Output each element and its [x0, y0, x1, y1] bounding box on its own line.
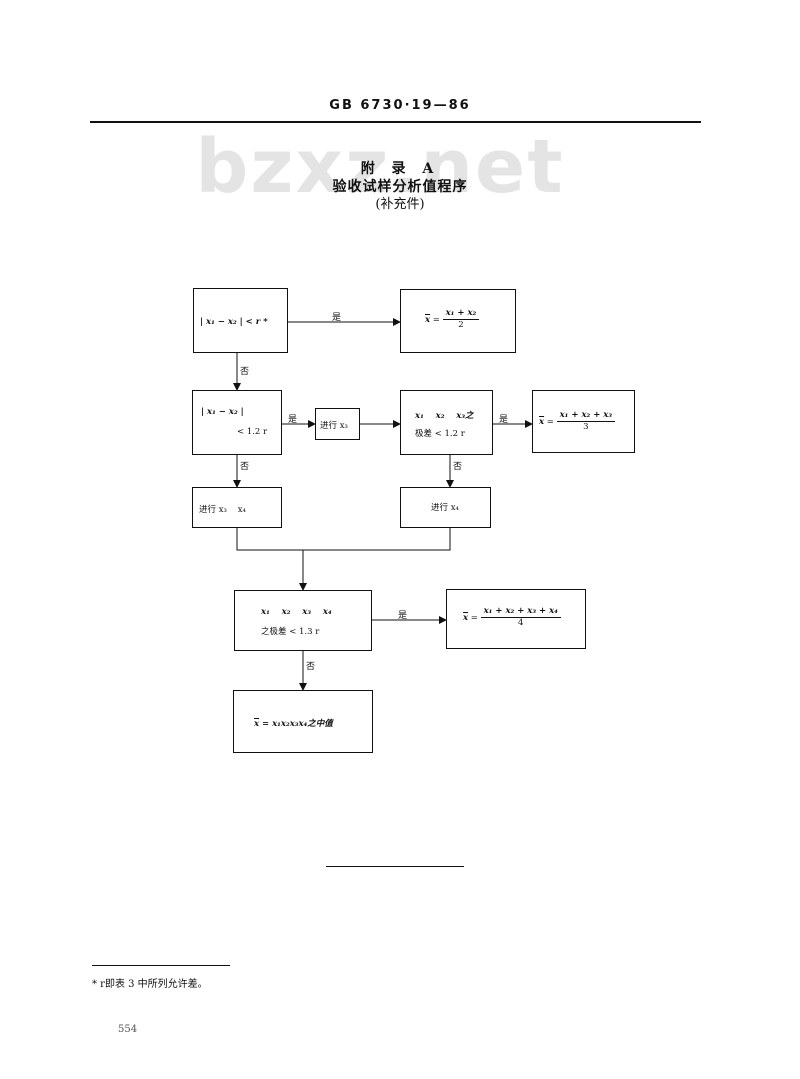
condition-4-line1: x₁ x₂ x₃ x₄ — [261, 607, 332, 617]
condition-box-4: x₁ x₂ x₃ x₄ 之极差 < 1.3 r — [234, 590, 372, 651]
action-box-x3: 进行 x₃ — [315, 408, 360, 440]
watermark: bzxz.net — [195, 124, 565, 210]
end-rule — [326, 866, 464, 867]
appendix-label: 附 录 A — [360, 161, 440, 177]
appendix-note: (补充件) — [375, 197, 425, 212]
condition-box-3: x₁ x₂ x₃之 极差 < 1.2 r — [400, 390, 493, 455]
mean-symbol: x — [539, 417, 545, 427]
mean-symbol: x — [425, 315, 431, 325]
condition-box-1: | x₁ − x₂ | < r * — [193, 288, 288, 353]
condition-3-line2: 极差 < 1.2 r — [415, 429, 465, 439]
footnote-rule — [92, 965, 230, 966]
action-x4-text: 进行 x₄ — [431, 503, 459, 513]
condition-4-line2: 之极差 < 1.3 r — [261, 627, 320, 637]
action-box-x3-x4: 进行 x₃ x₄ — [192, 487, 282, 528]
yes-label-3: 是 — [499, 415, 509, 425]
condition-2-line1: | x₁ − x₂ | — [201, 407, 244, 417]
yes-label-2: 是 — [288, 415, 298, 425]
condition-2-line2: < 1.2 r — [237, 427, 268, 437]
denominator: 4 — [518, 618, 524, 628]
condition-1-text: | x₁ − x₂ | < r * — [200, 317, 268, 327]
no-label-1: 否 — [240, 367, 250, 377]
denominator: 2 — [458, 320, 464, 330]
result-4-formula: x = x₁x₂x₃x₄之中值 — [254, 717, 333, 729]
header-rule — [90, 121, 701, 123]
action-x3-text: 进行 x₃ — [320, 421, 348, 431]
no-label-2: 否 — [240, 462, 250, 472]
equals-sign: = — [430, 315, 443, 325]
yes-label-4: 是 — [398, 611, 408, 621]
standard-code: GB 6730·19—86 — [329, 98, 471, 113]
mean-symbol: x — [463, 613, 469, 623]
median-text: = x₁x₂x₃x₄之中值 — [259, 719, 333, 729]
equals-sign: = — [468, 613, 481, 623]
action-box-x4: 进行 x₄ — [400, 487, 491, 528]
action-x3-x4-text: 进行 x₃ x₄ — [199, 505, 246, 515]
no-label-4: 否 — [306, 662, 316, 672]
no-label-3: 否 — [453, 462, 463, 472]
appendix-title-block: 附 录 A 验收试样分析值程序 (补充件) — [0, 160, 800, 214]
result-box-4: x = x₁x₂x₃x₄之中值 — [233, 690, 373, 753]
equals-sign: = — [544, 417, 557, 427]
page-number: 554 — [118, 1024, 138, 1035]
condition-box-2: | x₁ − x₂ | < 1.2 r — [192, 390, 282, 455]
numerator: x₁ + x₂ + x₃ — [556, 410, 616, 422]
numerator: x₁ + x₂ — [442, 308, 480, 320]
merge-line — [236, 528, 451, 551]
numerator: x₁ + x₂ + x₃ + x₄ — [480, 606, 561, 618]
appendix-title: 验收试样分析值程序 — [332, 179, 468, 195]
footnote: * r即表 3 中所列允许差。 — [92, 979, 208, 990]
denominator: 3 — [583, 422, 589, 432]
mean-symbol: x — [254, 719, 260, 729]
condition-3-line1: x₁ x₂ x₃之 — [415, 411, 474, 421]
yes-label-1: 是 — [332, 313, 342, 323]
